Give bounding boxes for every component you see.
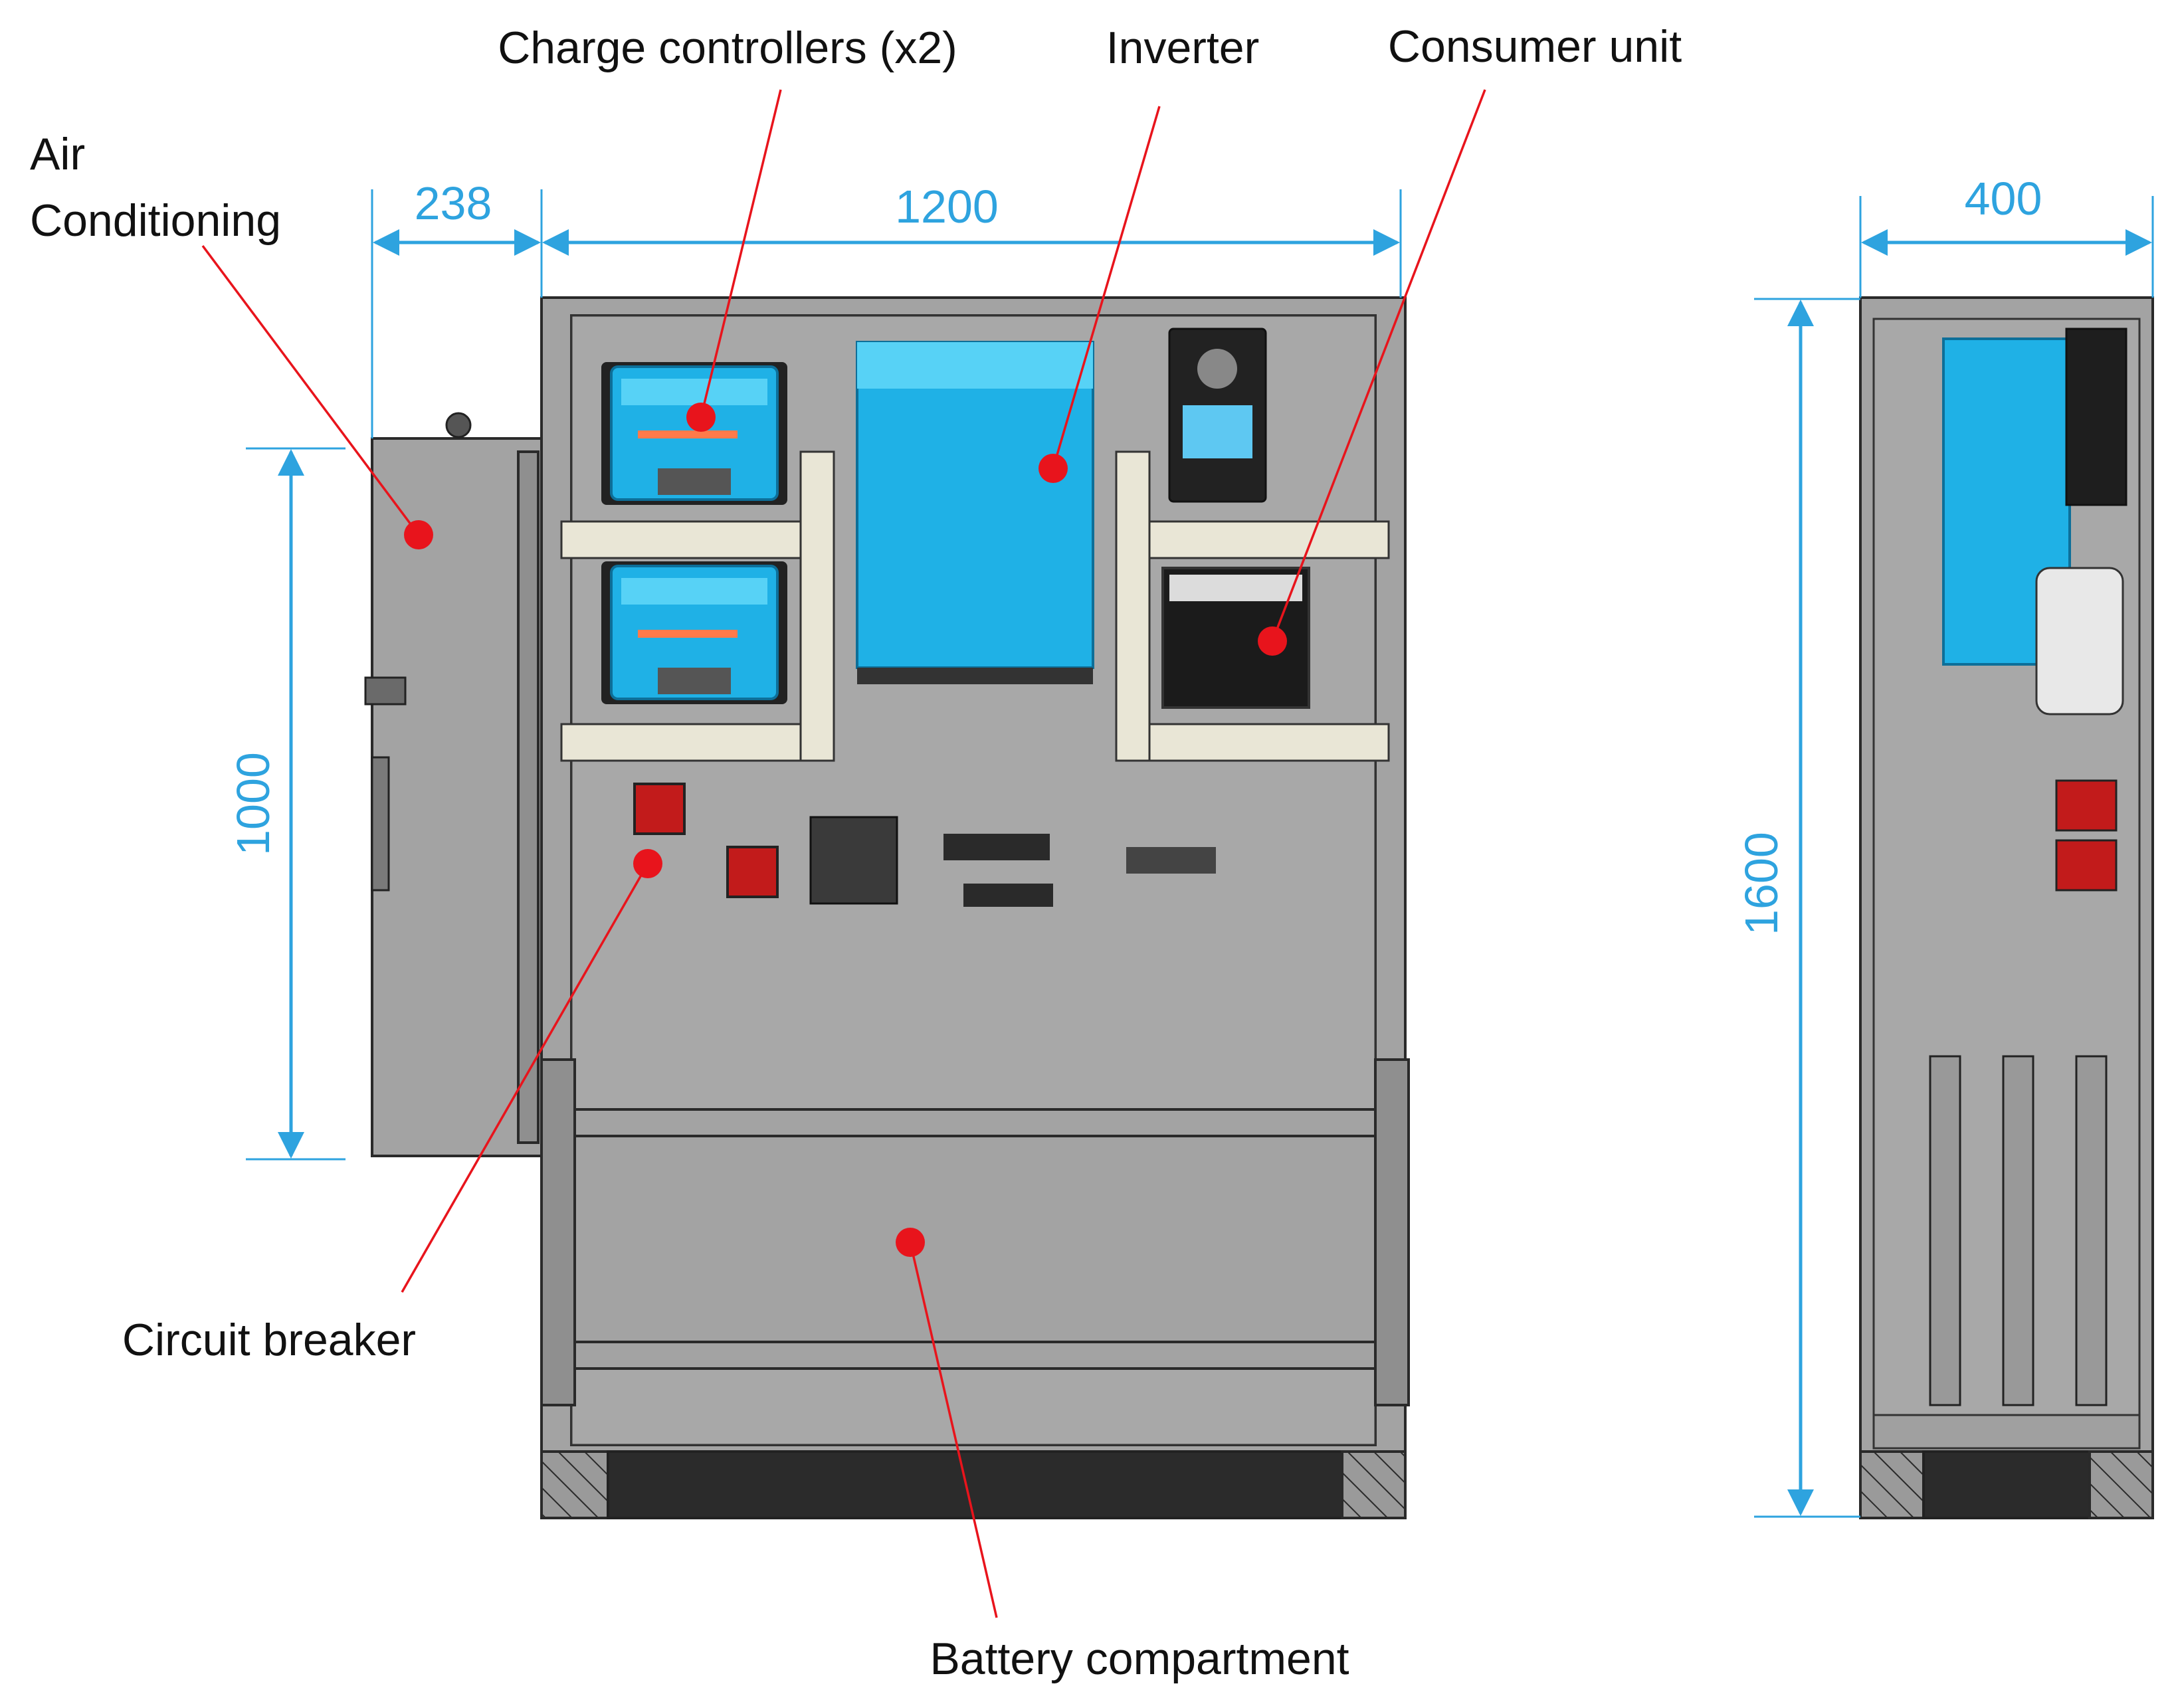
front-view: [364, 296, 1410, 1519]
label-battery-compartment: Battery compartment: [930, 1634, 1349, 1684]
circuit-breaker-marker: [633, 849, 662, 878]
dimension-lines: [246, 189, 2154, 1518]
charge-controller-marker: [686, 403, 716, 432]
side-view: [1859, 296, 2154, 1519]
battery-compartment: [540, 1058, 1410, 1406]
control-panel: [1168, 328, 1267, 503]
dim-cabinet-width: 1200: [895, 181, 999, 233]
dim-ac-width: 238: [415, 177, 492, 229]
charge-controller-bottom: [601, 561, 787, 704]
inverter-marker: [1038, 454, 1068, 483]
label-circuit-breaker: Circuit breaker: [122, 1315, 416, 1365]
callout-leaders: [201, 89, 1486, 1618]
callout-labels: Air Conditioning Charge controllers (x2)…: [30, 21, 1682, 1684]
ac-marker: [404, 520, 433, 549]
inverter-unit: [856, 341, 1094, 684]
consumer-unit: [1161, 567, 1310, 709]
dim-ac-height: 1000: [227, 752, 279, 856]
plinth: [540, 1450, 1407, 1519]
label-inverter: Inverter: [1106, 23, 1260, 73]
consumer-unit-marker: [1258, 626, 1287, 656]
charge-controller-top: [601, 362, 787, 505]
label-air-conditioning-line2: Conditioning: [30, 195, 281, 246]
dim-cabinet-depth: 400: [1965, 173, 2042, 225]
label-charge-controllers: Charge controllers (x2): [498, 23, 957, 73]
label-consumer-unit: Consumer unit: [1388, 21, 1682, 72]
air-conditioning-unit: [364, 412, 543, 1157]
dim-cabinet-height: 1600: [1735, 832, 1787, 935]
dimension-labels: 238 1200 400 1000 1600: [227, 173, 2042, 935]
din-rails: [560, 450, 1390, 762]
breaker-area: [633, 783, 1216, 907]
callout-dots: [404, 403, 1287, 1257]
label-air-conditioning-line1: Air: [30, 129, 85, 179]
battery-compartment-marker: [896, 1228, 925, 1257]
